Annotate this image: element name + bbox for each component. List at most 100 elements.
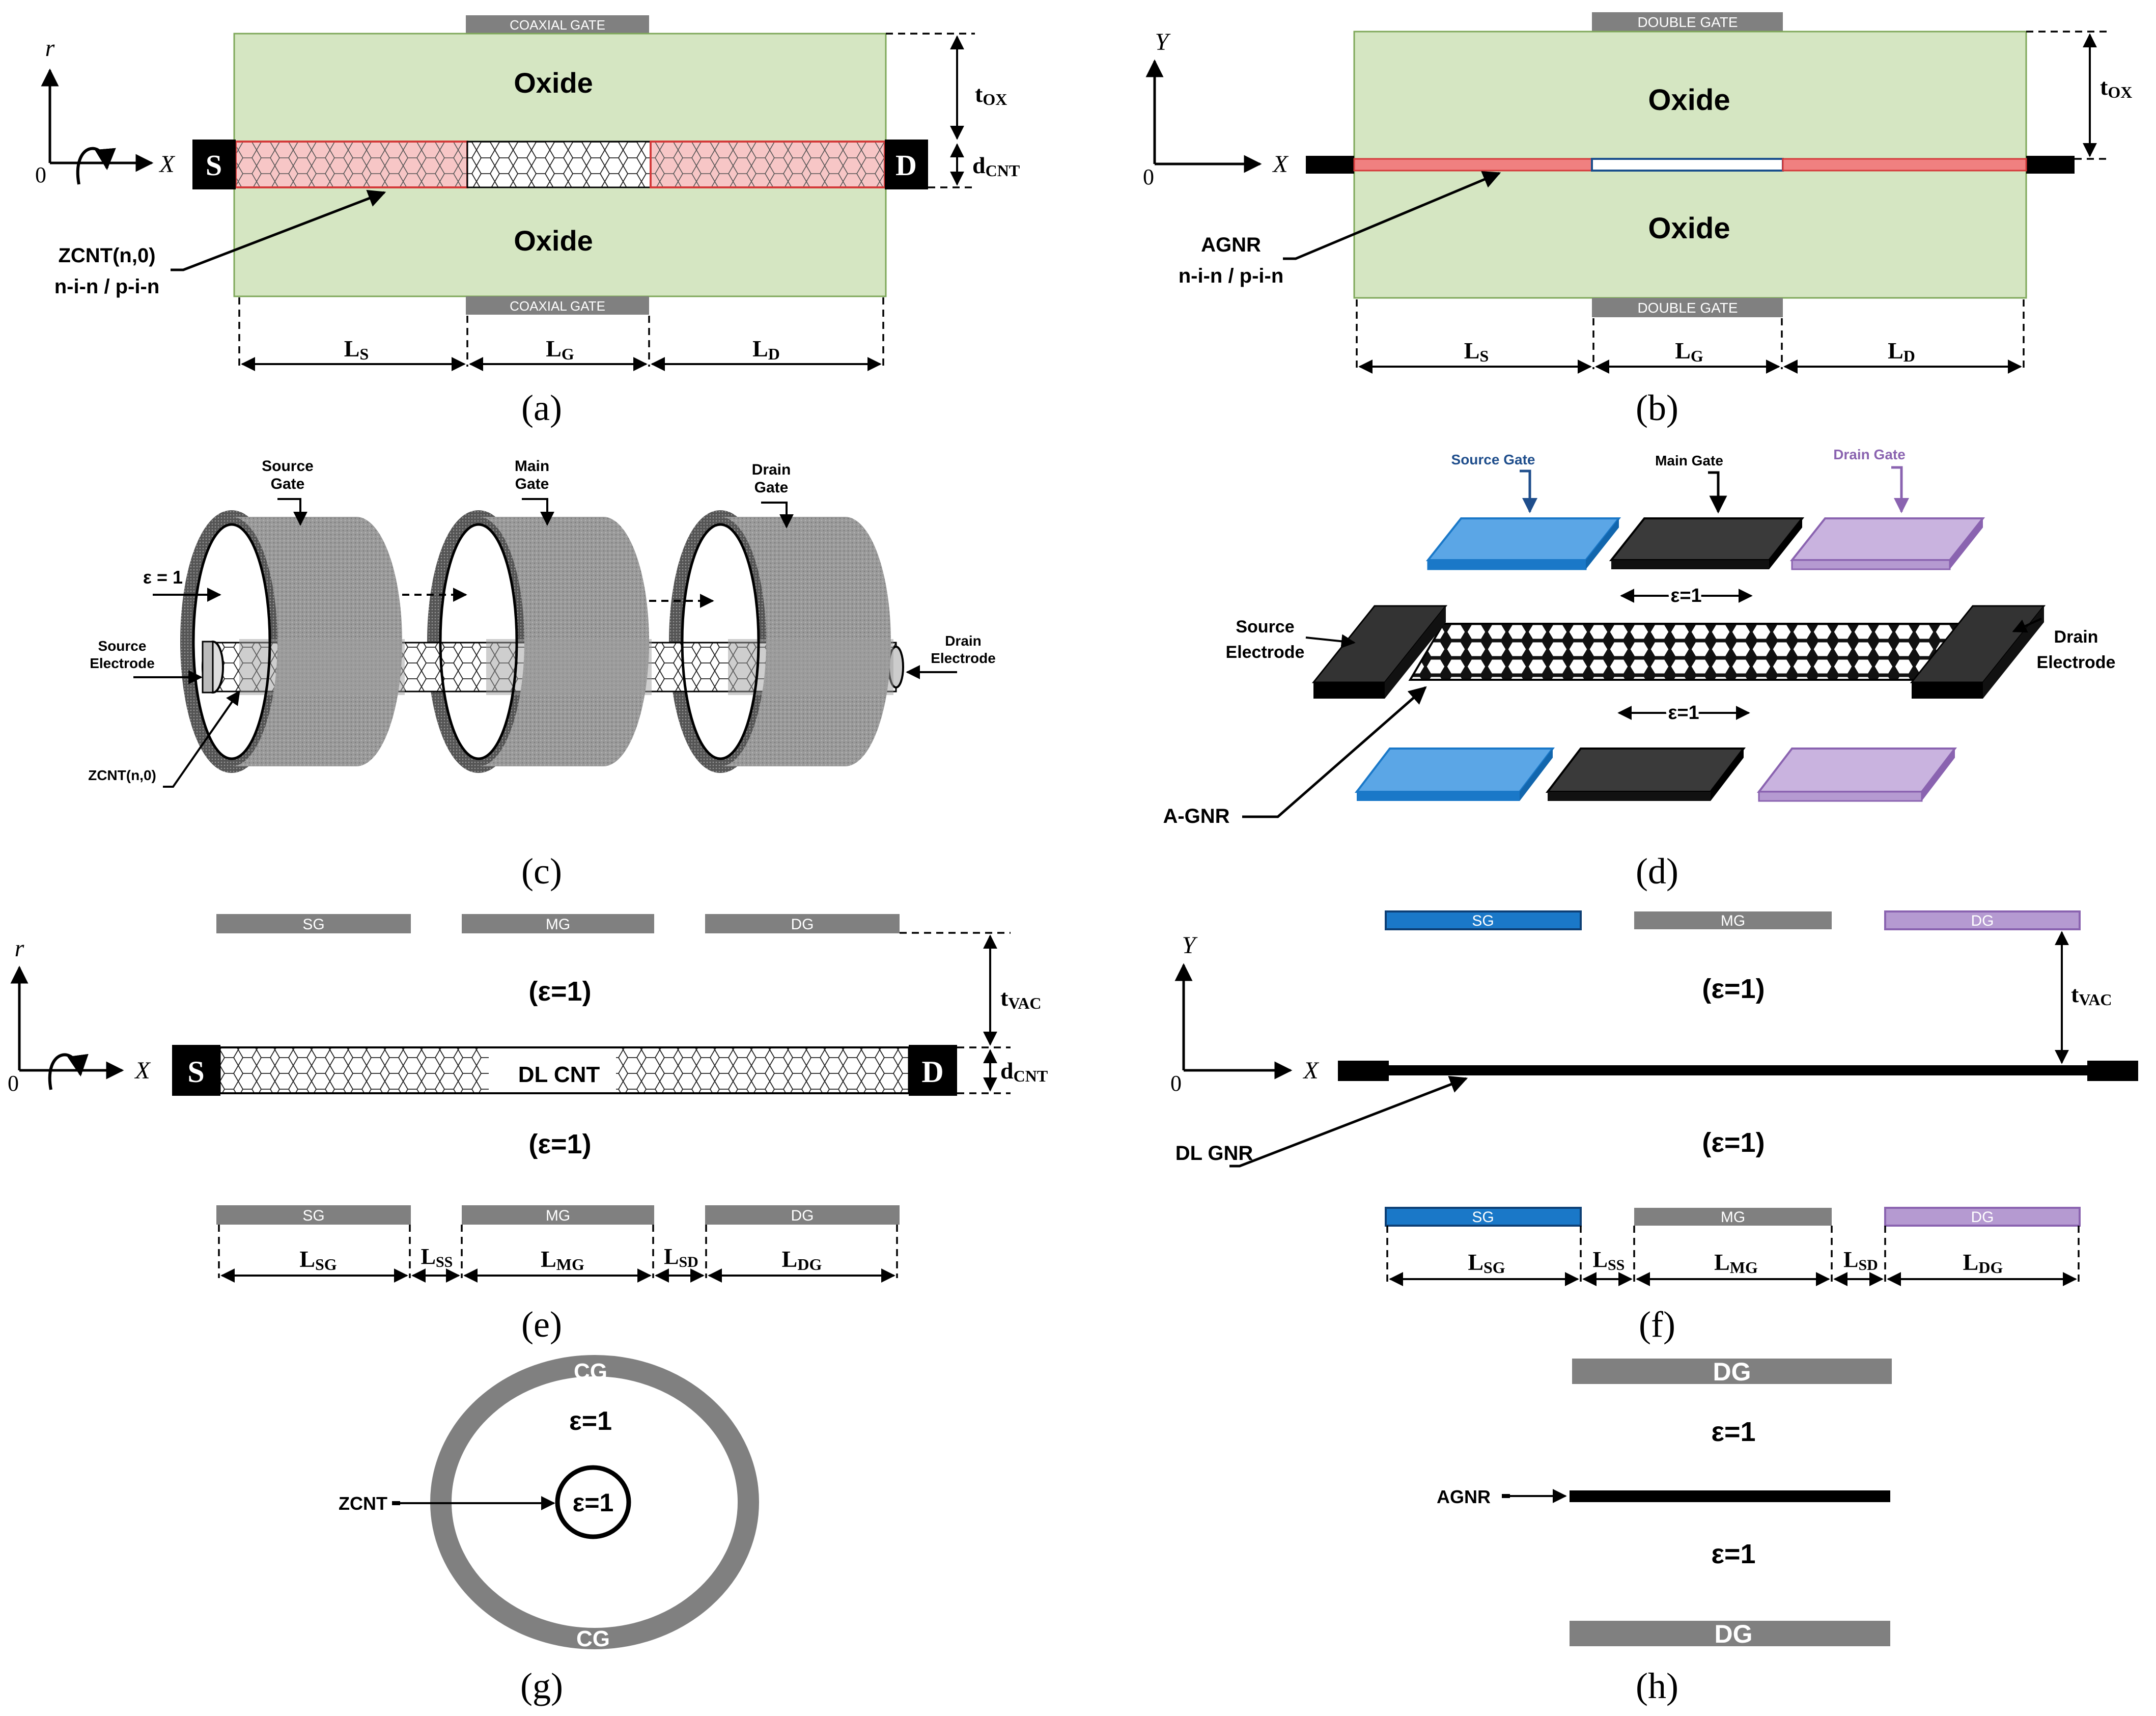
origin-label: 0 (8, 1071, 19, 1096)
drain-contact (885, 140, 928, 189)
zcnt-label-1: ZCNT(n,0) (58, 244, 155, 267)
mg-bottom (462, 1205, 654, 1225)
main-gate-label-1: Main (515, 458, 549, 475)
caption-b: (b) (1636, 388, 1678, 428)
gate-top-a (466, 15, 649, 34)
lg-label: LG (1675, 338, 1703, 365)
source-gate-ring-front (192, 523, 271, 760)
main-gate-band (486, 639, 652, 695)
oxide-top-label: Oxide (514, 67, 593, 99)
source-electrode-label-1: Source (98, 638, 147, 654)
source-label: S (187, 1055, 204, 1089)
source-electrode-front (1313, 682, 1385, 699)
drain-label: D (921, 1055, 943, 1089)
drain-doped-ribbon (1782, 158, 2027, 172)
source-contact (192, 140, 236, 189)
top-drain-gate (1789, 517, 1985, 561)
panel-b: DOUBLE GATE Oxide Oxide DOUBLE GATE Y X … (1143, 12, 2132, 428)
drain-electrode-label-1: Drain (945, 633, 982, 649)
eps-bottom-label: ε=1 (1668, 702, 1699, 724)
bottom-drain-gate-edge (1922, 749, 1955, 801)
lss-label: LSS (1593, 1247, 1625, 1274)
axis-x-label: X (1302, 1057, 1319, 1084)
gate-bottom-label: COAXIAL GATE (510, 298, 605, 314)
top-main-gate-side (1611, 560, 1769, 569)
panel-g: CG CG ε=1 ε=1 ZCNT (g) (339, 1355, 759, 1706)
panel-h: DG ε=1 AGNR ε=1 DG (h) (1437, 1358, 1892, 1706)
sg-bottom-label: SG (302, 1207, 324, 1224)
source-electrode-pointer (1305, 634, 1356, 649)
drain-gate-label: Drain Gate (1833, 447, 1906, 462)
drain-gate-label-1: Drain (752, 461, 791, 478)
bottom-source-gate-side (1357, 792, 1520, 801)
rotation-arrow (76, 147, 116, 185)
eps-inner-label: ε=1 (573, 1488, 614, 1517)
graphene-ribbon (1408, 623, 1980, 681)
mg-bottom-label: MG (1721, 1209, 1745, 1226)
gate-bottom-label: DOUBLE GATE (1637, 300, 1738, 316)
dg-bottom (705, 1205, 900, 1225)
lg-label: LG (546, 336, 574, 363)
axis-x-label: X (1272, 151, 1289, 178)
ldg-label: LDG (1963, 1249, 2003, 1277)
axis-r-label: r (15, 935, 24, 962)
sg-top (216, 914, 411, 933)
dg-bottom-label: DG (1971, 1209, 1994, 1226)
lsg-label: LSG (1468, 1249, 1505, 1277)
tube-center-section (489, 1047, 616, 1093)
axis-x-label: X (134, 1057, 151, 1084)
mg-bottom-label: MG (546, 1207, 570, 1224)
dg-top-label: DG (1971, 912, 1994, 929)
source-electrode-label-2: Electrode (1226, 643, 1305, 662)
agnr-pointer-tail (1502, 1494, 1510, 1498)
sg-bottom (1385, 1207, 1582, 1227)
eps-top-label: (ε=1) (528, 976, 591, 1007)
drain-gate-ring-front (681, 523, 760, 760)
ld-label: LD (752, 336, 780, 363)
source-lead (1338, 1061, 1389, 1081)
top-source-gate (1425, 517, 1621, 561)
drain-doped-region (650, 141, 886, 188)
source-electrode-label-1: Source (1236, 617, 1294, 636)
drain-electrode-pointer (2012, 618, 2042, 633)
source-label: S (206, 149, 222, 182)
oxide-bottom-label: Oxide (514, 225, 593, 257)
main-gate-label: Main Gate (1655, 453, 1723, 468)
sg-bottom (216, 1205, 411, 1225)
dlcnt-label: DL CNT (518, 1062, 600, 1087)
cg-bottom-label: CG (576, 1626, 610, 1651)
agnr-label-1: AGNR (1201, 234, 1261, 256)
agnr-pointer (1283, 171, 1501, 260)
gate-top-b (1592, 12, 1783, 32)
drain-electrode-label-1: Drain (2054, 627, 2098, 647)
drain-gate-pointer (761, 502, 794, 529)
tube-right-section (610, 1046, 910, 1094)
ls-label: LS (1464, 338, 1489, 365)
source-contact (172, 1045, 220, 1096)
caption-f: (f) (1639, 1304, 1675, 1345)
origin-label: 0 (35, 162, 46, 187)
dg-top (1884, 910, 2081, 930)
channel-intrinsic-region (466, 141, 652, 188)
bottom-main-gate (1545, 748, 1746, 793)
dg-bottom (1570, 1621, 1890, 1646)
source-gate-label-1: Source (262, 458, 314, 475)
drain-electrode-front (1912, 682, 1983, 699)
agnr-label: A-GNR (1163, 805, 1229, 827)
drain-lead (2026, 156, 2075, 174)
drain-gate-band (728, 639, 893, 695)
zcnt-label: ZCNT (339, 1493, 387, 1514)
mg-top-label: MG (546, 916, 570, 933)
bottom-drain-gate-side (1758, 791, 1923, 802)
mg-top (462, 914, 654, 933)
oxide-top-b (1353, 31, 2027, 160)
agnr-ribbon (1570, 1490, 1890, 1502)
bottom-main-gate-side (1548, 792, 1711, 801)
source-electrode-side (1385, 606, 1446, 699)
source-gate-label-2: Gate (271, 476, 305, 492)
drain-lead (2087, 1061, 2138, 1081)
panel-d: Source Gate Main Gate Drain Gate ε=1 Sou… (1163, 447, 2115, 892)
zcnt-pointer (171, 189, 386, 271)
zcnt-label: ZCNT(n,0) (88, 767, 156, 783)
oxide-top-label: Oxide (1648, 84, 1730, 117)
